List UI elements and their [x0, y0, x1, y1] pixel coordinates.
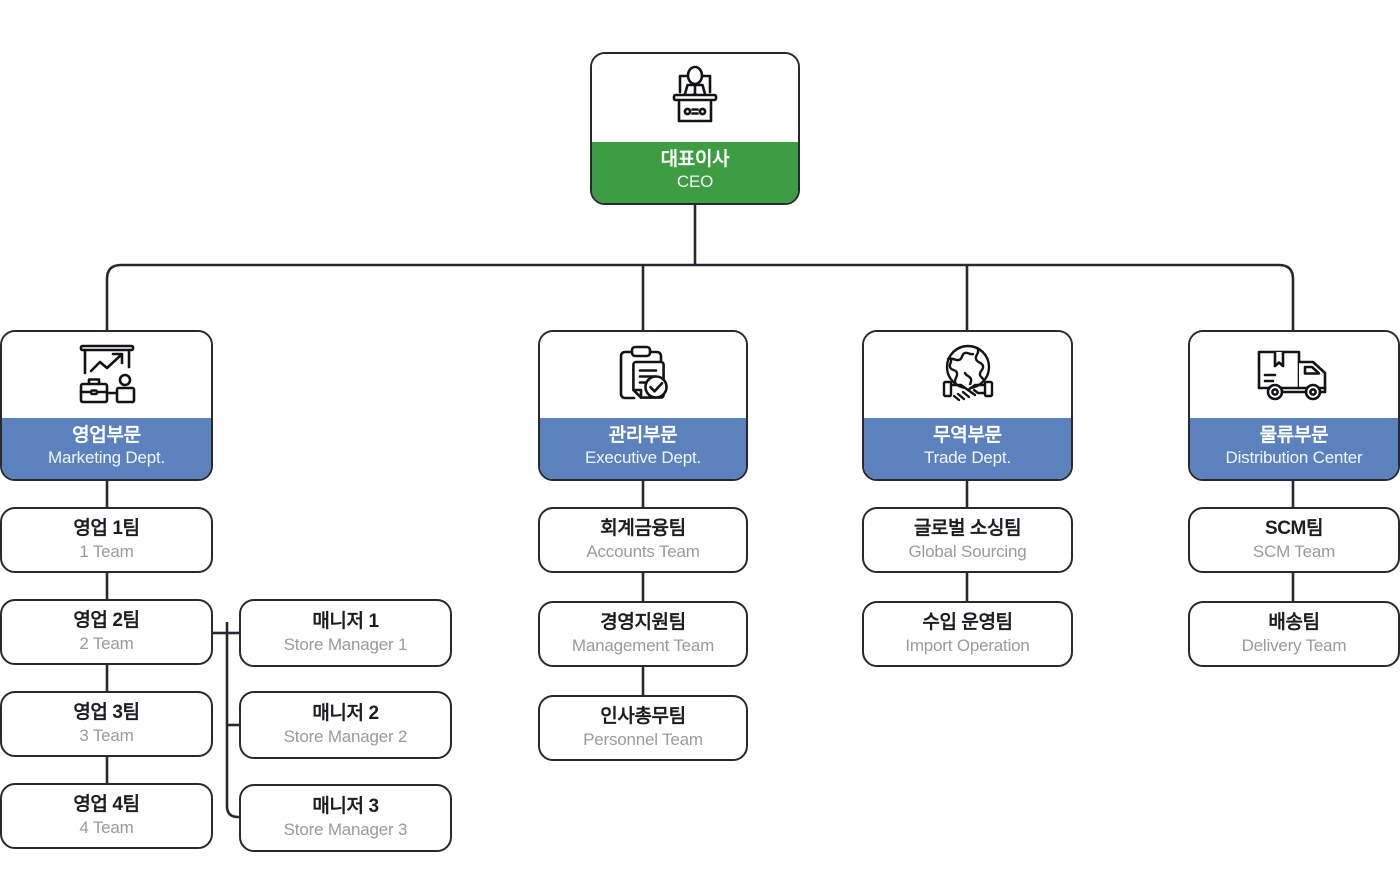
node-executive-label-en: Executive Dept.	[584, 447, 702, 467]
node-store-manager-1-ko: 매니저 1	[312, 611, 379, 633]
node-ceo[interactable]: 대표이사 CEO	[590, 52, 800, 205]
node-distribution-label-ko: 물류부문	[1259, 424, 1329, 446]
node-sales-team-3-en: 3 Team	[79, 726, 134, 746]
node-marketing-label: 영업부문 Marketing Dept.	[2, 417, 211, 479]
node-executive-label-ko: 관리부문	[608, 424, 678, 446]
node-scm-team-en: SCM Team	[1252, 542, 1336, 562]
node-accounts-team-en: Accounts Team	[586, 542, 700, 562]
node-sales-team-2-en: 2 Team	[79, 634, 134, 654]
node-sales-team-2[interactable]: 영업 2팀 2 Team	[0, 599, 213, 665]
node-import-operation-team[interactable]: 수입 운영팀 Import Operation	[862, 601, 1073, 667]
node-management-team-ko: 경영지원팀	[600, 612, 686, 634]
node-ceo-label: 대표이사 CEO	[592, 141, 798, 203]
node-delivery-team[interactable]: 배송팀 Delivery Team	[1188, 601, 1400, 667]
node-marketing-label-en: Marketing Dept.	[48, 447, 165, 467]
node-scm-team[interactable]: SCM팀 SCM Team	[1188, 507, 1400, 573]
node-store-manager-3-ko: 매니저 3	[312, 796, 379, 818]
podium-speaker-icon	[592, 54, 798, 142]
node-store-manager-2[interactable]: 매니저 2 Store Manager 2	[239, 691, 452, 759]
node-management-team[interactable]: 경영지원팀 Management Team	[538, 601, 748, 667]
node-distribution[interactable]: 물류부문 Distribution Center	[1188, 330, 1400, 481]
node-executive-label: 관리부문 Executive Dept.	[540, 417, 746, 479]
node-sales-team-1-ko: 영업 1팀	[73, 518, 140, 540]
node-trade-label: 무역부문 Trade Dept.	[864, 417, 1071, 479]
node-store-manager-2-ko: 매니저 2	[312, 703, 379, 725]
node-sales-team-3[interactable]: 영업 3팀 3 Team	[0, 691, 213, 757]
node-trade-label-ko: 무역부문	[933, 424, 1002, 446]
node-trade-label-en: Trade Dept.	[924, 447, 1011, 467]
node-personnel-team-ko: 인사총무팀	[600, 706, 686, 728]
node-store-manager-1-en: Store Manager 1	[283, 635, 408, 655]
node-personnel-team[interactable]: 인사총무팀 Personnel Team	[538, 695, 748, 761]
node-import-operation-team-ko: 수입 운영팀	[922, 612, 1013, 634]
node-trade[interactable]: 무역부문 Trade Dept.	[862, 330, 1073, 481]
node-accounts-team[interactable]: 회계금융팀 Accounts Team	[538, 507, 748, 573]
node-ceo-label-ko: 대표이사	[660, 148, 730, 170]
node-sales-team-4[interactable]: 영업 4팀 4 Team	[0, 783, 213, 849]
connector-ceo-bus	[105, 263, 1295, 331]
node-management-team-en: Management Team	[571, 636, 715, 656]
node-marketing-label-ko: 영업부문	[72, 424, 141, 446]
node-delivery-team-en: Delivery Team	[1241, 636, 1347, 656]
node-global-sourcing-team-ko: 글로벌 소싱팀	[913, 518, 1022, 540]
clipboard-check-icon	[540, 332, 746, 418]
node-store-manager-2-en: Store Manager 2	[283, 727, 408, 747]
node-marketing[interactable]: 영업부문 Marketing Dept.	[0, 330, 213, 481]
node-delivery-team-ko: 배송팀	[1268, 612, 1320, 634]
node-executive[interactable]: 관리부문 Executive Dept.	[538, 330, 748, 481]
node-global-sourcing-team-en: Global Sourcing	[908, 542, 1027, 562]
delivery-truck-icon	[1190, 332, 1398, 418]
node-global-sourcing-team[interactable]: 글로벌 소싱팀 Global Sourcing	[862, 507, 1073, 573]
node-personnel-team-en: Personnel Team	[583, 730, 703, 750]
node-distribution-label-en: Distribution Center	[1225, 447, 1363, 467]
node-ceo-label-en: CEO	[676, 171, 714, 191]
node-sales-team-4-en: 4 Team	[79, 818, 134, 838]
node-import-operation-team-en: Import Operation	[905, 636, 1030, 656]
node-store-manager-3[interactable]: 매니저 3 Store Manager 3	[239, 784, 452, 852]
presentation-growth-chart-icon	[2, 332, 211, 418]
node-distribution-label: 물류부문 Distribution Center	[1190, 417, 1398, 479]
node-sales-team-1[interactable]: 영업 1팀 1 Team	[0, 507, 213, 573]
node-store-manager-3-en: Store Manager 3	[283, 820, 408, 840]
node-sales-team-2-ko: 영업 2팀	[73, 610, 140, 632]
node-scm-team-ko: SCM팀	[1264, 518, 1324, 540]
node-sales-team-3-ko: 영업 3팀	[73, 702, 140, 724]
node-sales-team-1-en: 1 Team	[79, 542, 134, 562]
node-accounts-team-ko: 회계금융팀	[600, 518, 686, 540]
node-store-manager-1[interactable]: 매니저 1 Store Manager 1	[239, 599, 452, 667]
globe-handshake-icon	[864, 332, 1071, 418]
node-sales-team-4-ko: 영업 4팀	[73, 794, 140, 816]
